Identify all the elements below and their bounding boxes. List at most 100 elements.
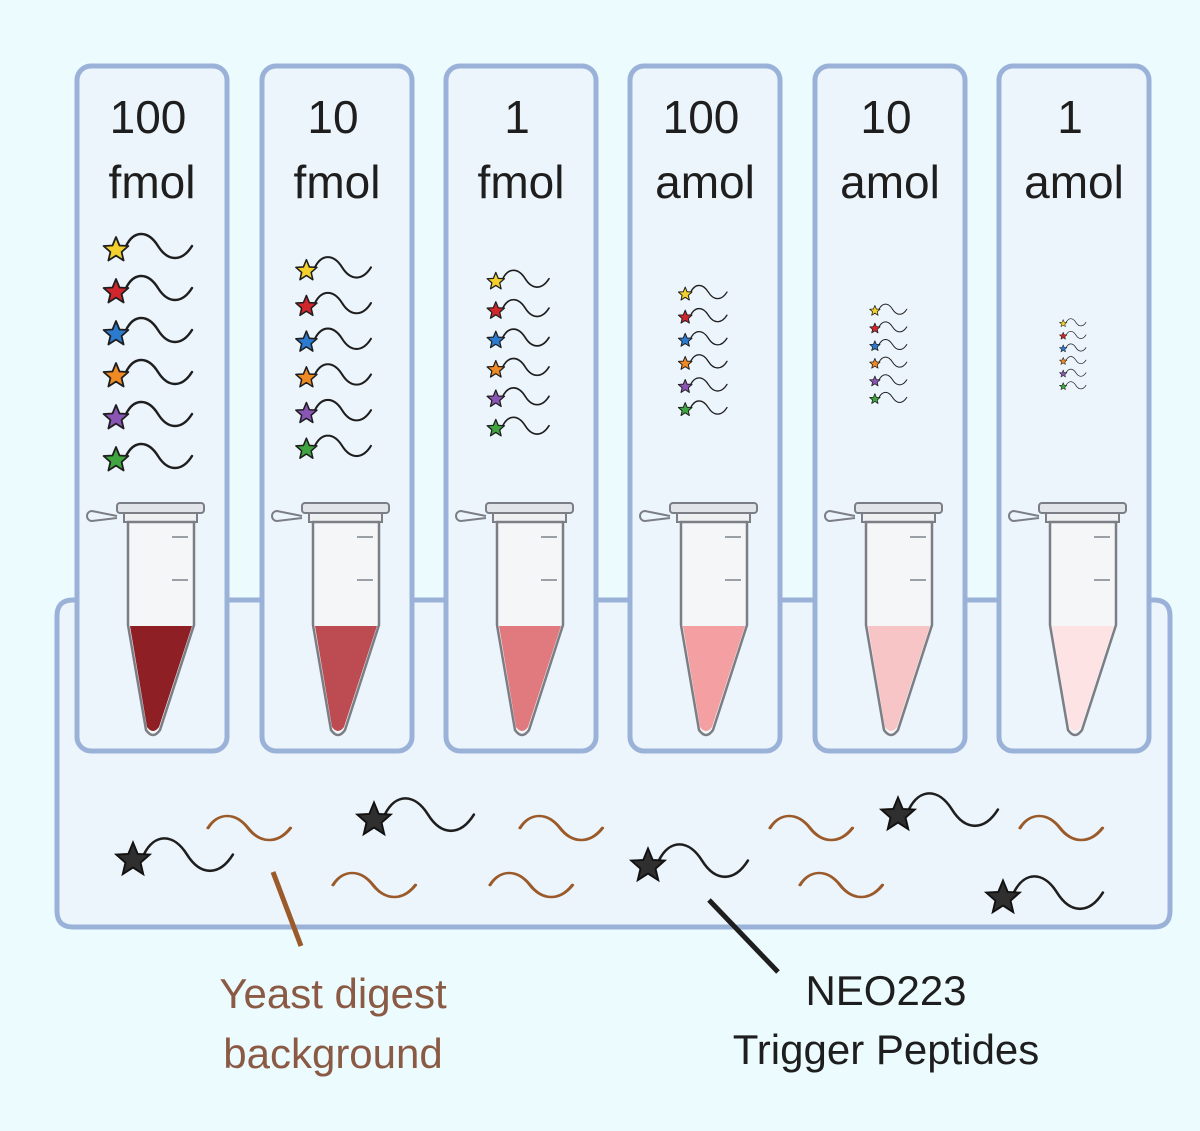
labeled-peptide: [102, 232, 194, 262]
peptide-tail: [383, 797, 476, 832]
tube-rim: [861, 512, 936, 523]
peptide-tail: [1065, 330, 1087, 339]
amount-unit: amol: [1024, 156, 1124, 208]
amount-unit: amol: [840, 156, 940, 208]
tube-rim: [492, 512, 567, 523]
peptide-tail: [1065, 356, 1087, 365]
labeled-peptide: [102, 442, 194, 472]
sample-liquid: [683, 626, 745, 731]
amount-value: 100: [663, 91, 740, 143]
trigger-callout-line: [707, 898, 780, 974]
labeled-peptide: [102, 400, 194, 430]
yeast-callout-line: [270, 871, 304, 947]
peptide-tail: [878, 321, 908, 333]
tray-border: [54, 597, 1173, 930]
labeled-peptide: [677, 354, 728, 370]
labeled-peptide: [1059, 356, 1087, 365]
amount-value: 10: [307, 91, 358, 143]
labeled-peptide: [486, 387, 550, 408]
yeast-peptide: [518, 814, 605, 842]
trigger-peptide-stack: [869, 303, 908, 404]
tube-cap: [854, 502, 943, 514]
peptide-tail: [690, 284, 728, 300]
peptide-tail: [690, 307, 728, 323]
labeled-peptide: [486, 416, 550, 437]
tube-rim: [1045, 512, 1120, 523]
tube-cap: [1038, 502, 1127, 514]
labeled-peptide: [295, 434, 373, 459]
sample-liquid: [1052, 626, 1114, 731]
tube-hinge: [271, 509, 303, 523]
sample-liquid: [130, 626, 192, 731]
labeled-peptide: [869, 321, 908, 334]
tube-cap: [669, 502, 758, 514]
labeled-peptide: [486, 357, 550, 378]
labeled-peptide: [677, 307, 728, 324]
yeast-peptide: [768, 814, 855, 842]
peptide-tail: [690, 354, 728, 369]
trigger-peptide-stack: [1059, 318, 1087, 390]
trigger-peptide: [356, 797, 476, 836]
peptide-tail: [501, 416, 550, 435]
peptide-tail: [690, 330, 728, 346]
trigger-label-line1: NEO223: [805, 967, 966, 1014]
sample-tube: [271, 502, 390, 737]
labeled-peptide: [677, 330, 728, 347]
dilution-column: 10 fmol: [259, 63, 415, 754]
labeled-peptide: [869, 356, 908, 369]
labeled-peptide: [677, 377, 728, 393]
peptide-tail: [124, 232, 194, 260]
amount-value: 1: [504, 91, 530, 143]
labeled-peptide: [486, 328, 550, 349]
peptide-tail: [501, 357, 550, 377]
yeast-peptide: [206, 814, 293, 842]
peptide-tail: [878, 356, 908, 368]
tube-cap: [301, 502, 390, 514]
tube-cap: [116, 502, 205, 514]
trigger-peptide: [880, 792, 1000, 831]
peptide-tail: [1065, 368, 1087, 377]
labeled-peptide: [295, 398, 373, 424]
amount-value: 1: [1057, 91, 1083, 143]
sample-tube: [86, 502, 205, 737]
labeled-peptide: [295, 327, 373, 352]
yeast-peptide: [331, 871, 418, 899]
peptide-tail: [690, 377, 728, 392]
tube-rim: [123, 512, 198, 523]
peptide-tail: [124, 442, 194, 470]
trigger-peptide-stack: [486, 269, 550, 437]
amount-value: 100: [110, 91, 187, 143]
labeled-peptide: [677, 400, 728, 417]
peptide-tail: [313, 363, 373, 386]
trigger-peptide: [630, 843, 750, 882]
peptide-tail: [1065, 318, 1087, 327]
peptide-tail: [313, 291, 373, 315]
labeled-peptide: [295, 291, 373, 317]
yeast-peptide: [798, 871, 885, 899]
peptide-tail: [142, 837, 235, 872]
labeled-peptide: [1059, 381, 1087, 390]
labeled-peptide: [677, 284, 728, 301]
amount-unit: fmol: [294, 156, 381, 208]
peptide-tail: [1012, 875, 1105, 910]
sample-liquid: [868, 626, 930, 731]
peptide-tail: [878, 303, 908, 315]
labeled-peptide: [869, 303, 908, 316]
amount-value: 10: [860, 91, 911, 143]
labeled-peptide: [869, 374, 908, 387]
dilution-column: 10 amol: [812, 63, 968, 754]
labeled-peptide: [295, 363, 373, 388]
labeled-peptide: [869, 338, 908, 351]
peptide-tail: [124, 358, 194, 386]
labeled-peptide: [486, 269, 550, 290]
labeled-peptide: [102, 358, 194, 388]
trigger-peptide: [115, 837, 235, 876]
yeast-label-line1: Yeast digest: [219, 970, 447, 1017]
labeled-peptide: [869, 391, 908, 404]
amount-unit: amol: [655, 156, 755, 208]
peptide-tail: [878, 374, 908, 386]
sample-tube: [824, 502, 943, 737]
